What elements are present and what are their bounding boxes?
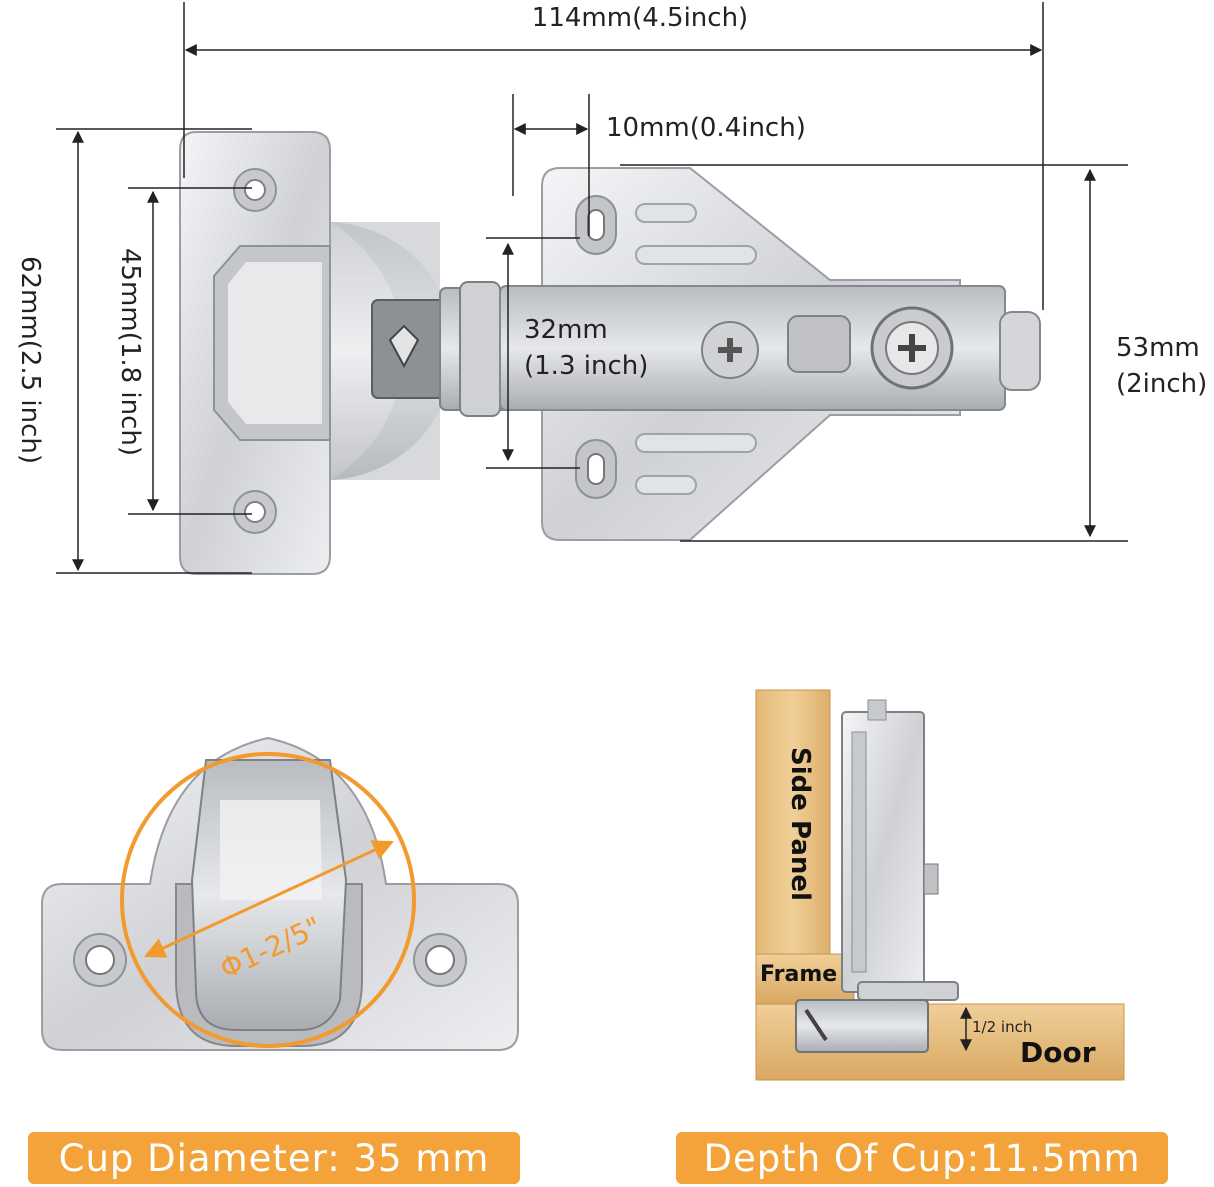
dimension-lines (56, 2, 1128, 574)
overall-length-label: 114mm(4.5inch) (532, 3, 748, 33)
overlay-label: 1/2 inch (972, 1018, 1032, 1036)
frame-wood (755, 953, 855, 1005)
cup-diameter-banner-text: Cup Diameter: 35 mm (59, 1137, 490, 1180)
arm-width-inch-label: (1.3 inch) (524, 351, 648, 381)
cup-circle (120, 752, 416, 1048)
frame-label: Frame (760, 962, 837, 987)
door-label: Door (1020, 1036, 1096, 1069)
install-detail (755, 689, 1125, 1081)
cup-diameter-banner (28, 1132, 520, 1184)
hinge-top-view (179, 131, 1041, 575)
cup-depth-banner-text: Depth Of Cup:11.5mm (703, 1137, 1140, 1180)
plate-height-label: 62mm(2.5 inch) (15, 256, 45, 464)
cup-detail (41, 736, 519, 1051)
mount-height-mm-label: 53mm (1116, 333, 1200, 363)
side-panel-label: Side Panel (785, 747, 815, 901)
offset-label: 10mm(0.4inch) (606, 113, 806, 143)
side-panel-wood (755, 689, 831, 955)
arm-width-mm-label: 32mm (524, 315, 608, 345)
cup-depth-banner (676, 1132, 1168, 1184)
mount-height-inch-label: (2inch) (1116, 369, 1207, 399)
hole-spacing-label: 45mm(1.8 inch) (115, 248, 145, 456)
